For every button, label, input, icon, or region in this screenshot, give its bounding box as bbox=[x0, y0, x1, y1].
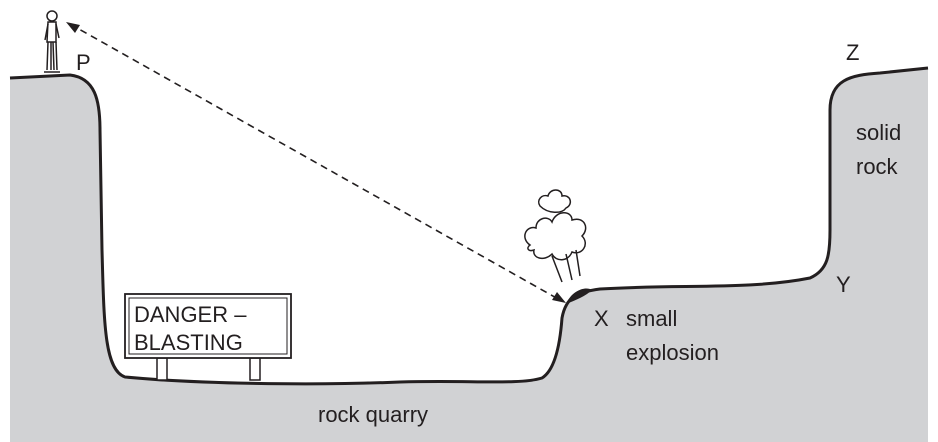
sign-post-right bbox=[249, 357, 261, 381]
arrowhead-x bbox=[552, 292, 566, 303]
label-p: P bbox=[76, 50, 91, 75]
solid-rock-label-1: solid bbox=[856, 120, 901, 145]
solid-rock-label-2: rock bbox=[856, 154, 899, 179]
arrowhead-p bbox=[66, 22, 80, 33]
sign-board bbox=[124, 293, 292, 359]
line-of-sight bbox=[66, 22, 566, 303]
label-z: Z bbox=[846, 40, 859, 65]
explosion-label-2: explosion bbox=[626, 340, 719, 365]
sign-post-left bbox=[156, 357, 168, 381]
label-x: X bbox=[594, 306, 609, 331]
person-figure bbox=[44, 10, 60, 73]
terrain-outline bbox=[9, 66, 929, 386]
explosion-label-1: small bbox=[626, 306, 677, 331]
explosion-crater bbox=[566, 288, 592, 304]
rock-ground bbox=[10, 68, 928, 442]
label-y: Y bbox=[836, 272, 851, 297]
explosion-smoke bbox=[524, 189, 587, 283]
quarry-label: rock quarry bbox=[318, 402, 428, 427]
sign-line-1: DANGER – bbox=[134, 302, 247, 327]
danger-sign: DANGER – BLASTING bbox=[124, 293, 292, 381]
sign-line-2: BLASTING bbox=[134, 330, 243, 355]
